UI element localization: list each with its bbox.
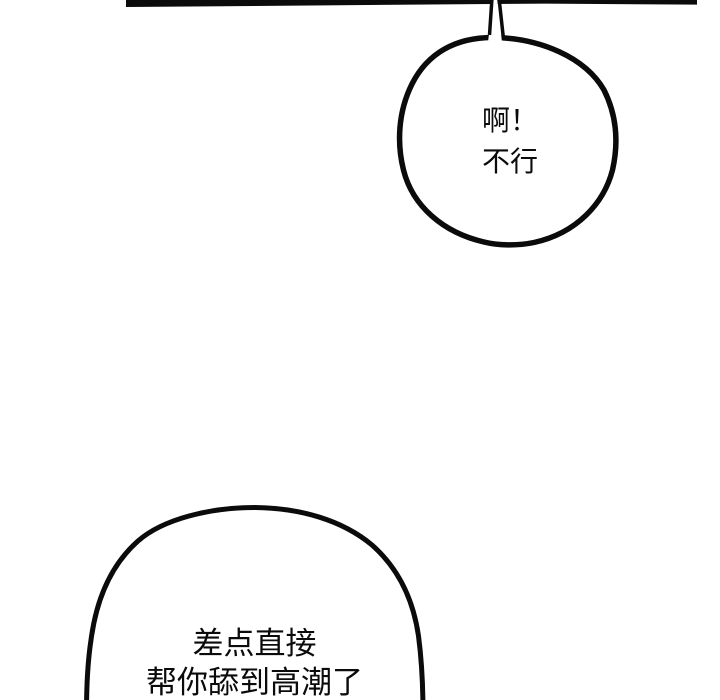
- speech-line: 差点直接: [192, 626, 317, 661]
- speech-line: 帮你舔到高潮了: [146, 665, 363, 700]
- speech-bubble-top-text: 啊！ 不行: [399, 100, 621, 182]
- speech-bubble-bottom-text: 差点直接 帮你舔到高潮了: [85, 624, 424, 700]
- bubble-tail-right-line: [497, 0, 506, 40]
- bubble-tail-fill: [488, 0, 502, 42]
- speech-bubble-top: [396, 34, 619, 248]
- panel-border-bar: [126, 0, 697, 7]
- bubble-tail-left-line: [487, 0, 494, 36]
- speech-line: 不行: [481, 146, 538, 177]
- speech-line: 啊！: [481, 105, 538, 136]
- speech-bubble-bottom: [84, 504, 426, 700]
